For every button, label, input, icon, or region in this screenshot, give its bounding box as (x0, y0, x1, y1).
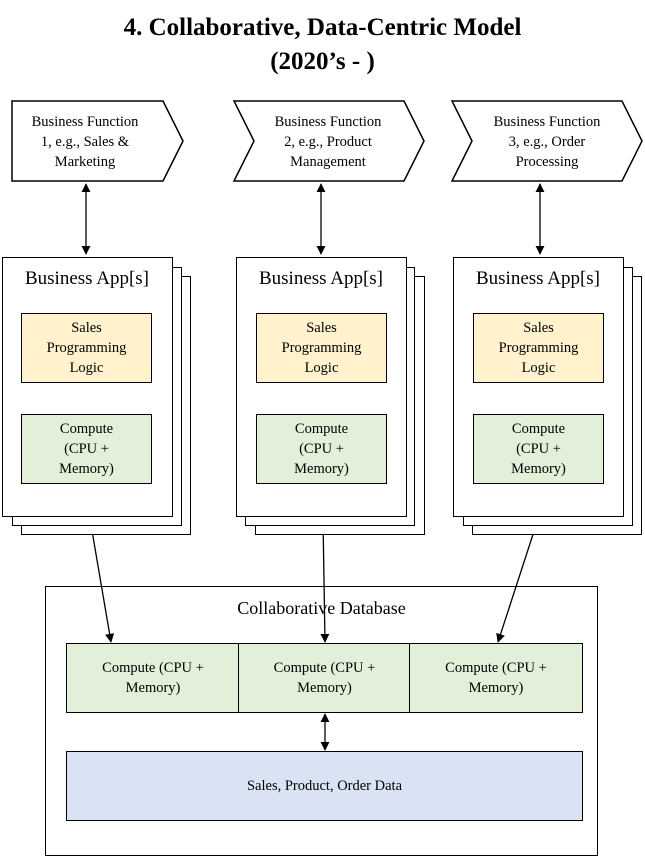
app-3-compute-box: Compute (CPU + Memory) (473, 414, 604, 484)
db-compute-1: Compute (CPU + Memory) (66, 643, 240, 713)
function-3-line3: Processing (515, 154, 579, 170)
function-1-line2: 1, e.g., Sales & (40, 134, 130, 150)
app-3-compute-label: Compute (CPU + Memory) (511, 421, 566, 477)
function-3-shape (450, 100, 643, 182)
app-1-logic-box: Sales Programming Logic (21, 313, 152, 383)
app-1-compute-label: Compute (CPU + Memory) (59, 421, 114, 477)
database-container (45, 586, 598, 856)
function-2-shape (232, 100, 425, 182)
data-store-box: Sales, Product, Order Data (66, 751, 583, 821)
app-3-title: Business App[s] (475, 268, 601, 289)
function-1-line1: Business Function (31, 114, 139, 130)
function-2-label: Business Function 2, e.g., Product Manag… (253, 112, 403, 172)
arrow-app-2-database (318, 518, 330, 643)
db-compute-3: Compute (CPU + Memory) (409, 643, 583, 713)
arrow-app-1-database (86, 518, 115, 643)
app-2-logic-label: Sales Programming Logic (281, 320, 362, 376)
function-2-line2: 2, e.g., Product (284, 134, 372, 150)
diagram-title: 4. Collaborative, Data-Centric Model (123, 14, 522, 41)
db-compute-3-label: Compute (CPU + Memory) (445, 660, 547, 696)
app-1-compute-box: Compute (CPU + Memory) (21, 414, 152, 484)
app-2-logic-box: Sales Programming Logic (256, 313, 387, 383)
arrow-app-3-database (496, 518, 540, 643)
app-2-compute-box: Compute (CPU + Memory) (256, 414, 387, 484)
function-2-line3: Management (290, 154, 366, 170)
function-1-label: Business Function 1, e.g., Sales & Marke… (10, 112, 160, 172)
app-3-logic-box: Sales Programming Logic (473, 313, 604, 383)
function-1-line3: Marketing (54, 154, 116, 170)
function-2-line1: Business Function (274, 114, 382, 130)
app-3-logic-label: Sales Programming Logic (498, 320, 579, 376)
db-compute-2-label: Compute (CPU + Memory) (273, 660, 376, 696)
app-1-title: Business App[s] (24, 268, 150, 289)
function-3-label: Business Function 3, e.g., Order Process… (472, 112, 622, 172)
db-compute-1-label: Compute (CPU + Memory) (102, 660, 204, 696)
data-store-label: Sales, Product, Order Data (246, 778, 403, 794)
function-3-line2: 3, e.g., Order (508, 134, 586, 150)
function-1-shape (11, 100, 184, 182)
database-title: Collaborative Database (237, 598, 406, 618)
db-compute-2: Compute (CPU + Memory) (238, 643, 411, 713)
app-2-title: Business App[s] (258, 268, 384, 289)
app-1-logic-label: Sales Programming Logic (46, 320, 127, 376)
diagram-subtitle: (2020’s - ) (270, 48, 375, 75)
function-3-line1: Business Function (493, 114, 601, 130)
app-2-compute-label: Compute (CPU + Memory) (294, 421, 349, 477)
